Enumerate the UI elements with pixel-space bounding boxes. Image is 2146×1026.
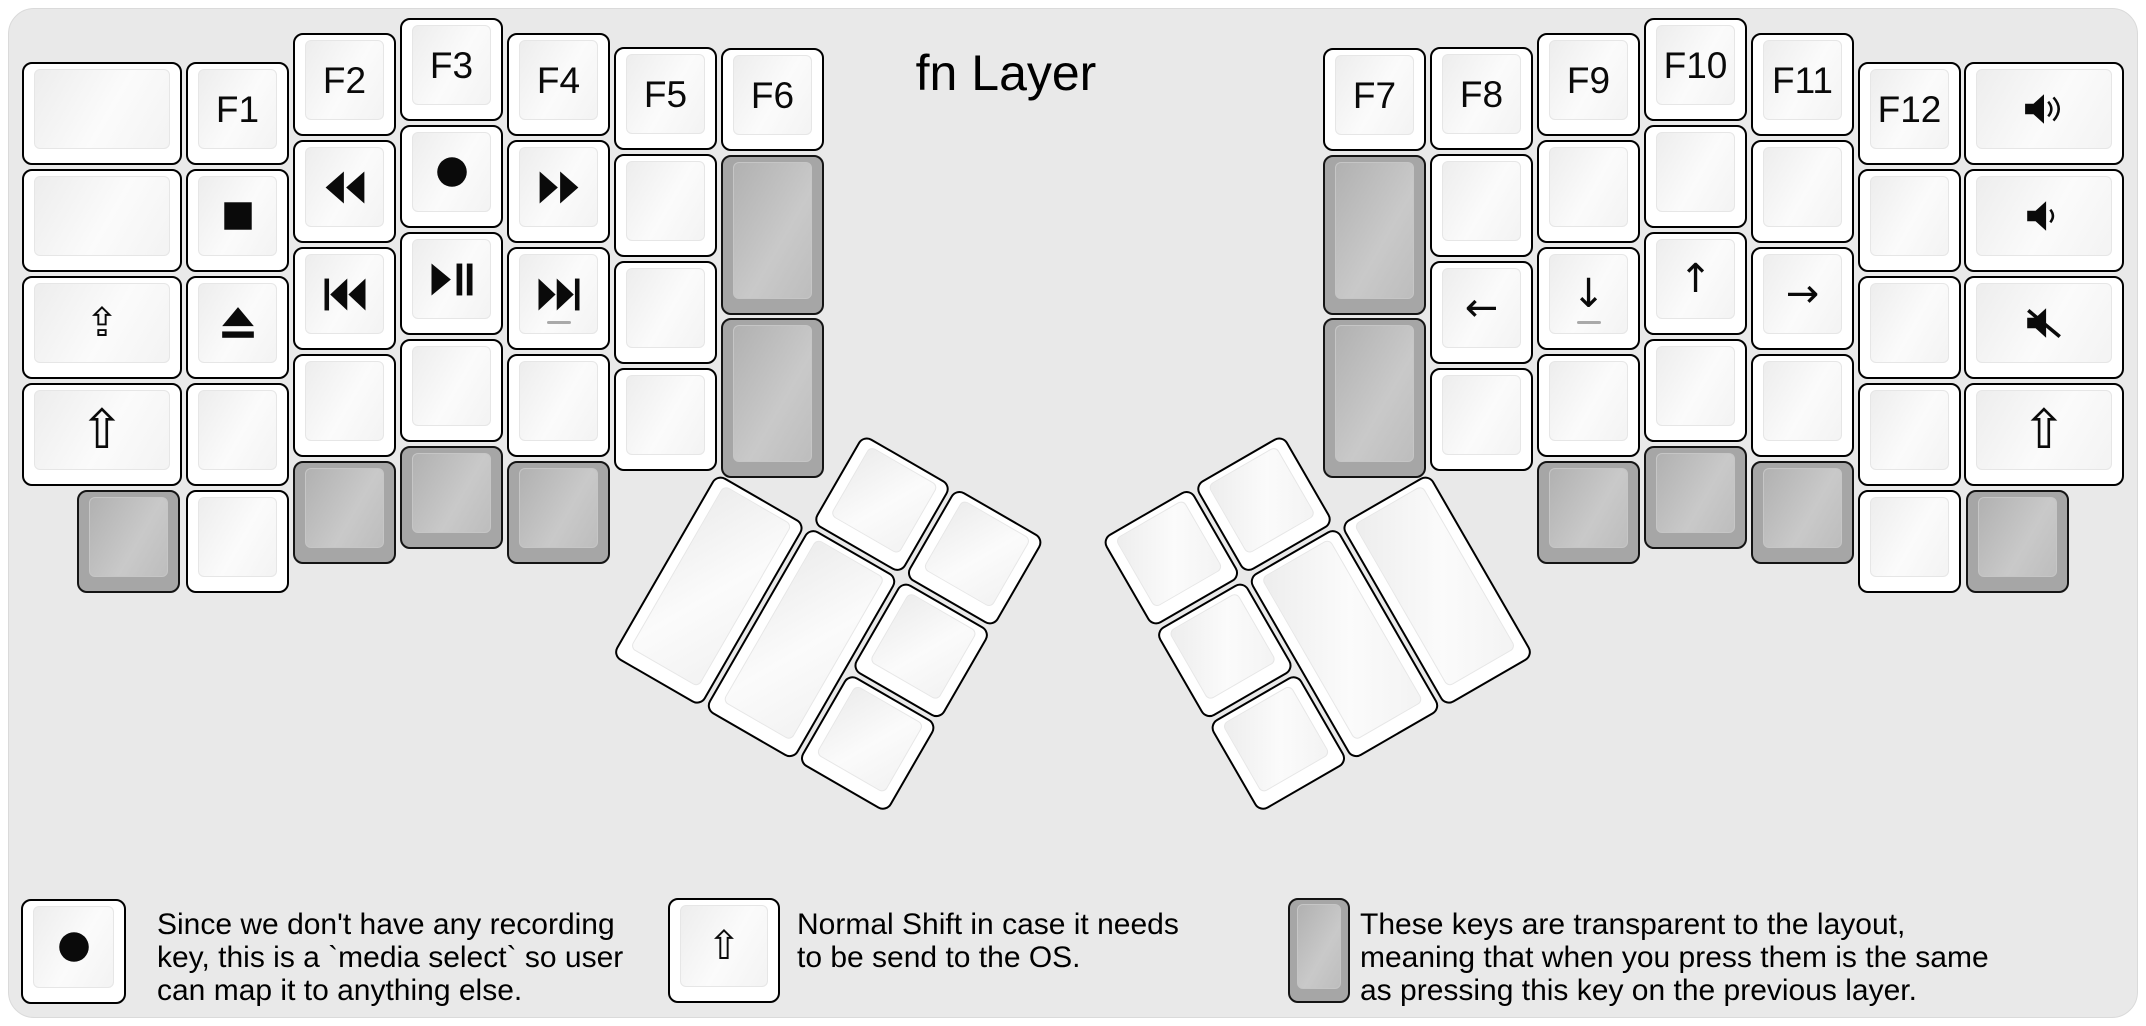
key-blank[interactable] xyxy=(1644,339,1747,442)
key-blank[interactable] xyxy=(22,62,182,165)
key-stop[interactable] xyxy=(186,169,289,272)
key-blank[interactable] xyxy=(293,354,396,457)
record-icon xyxy=(433,153,471,191)
key-shift-left[interactable]: ⇧ xyxy=(22,383,182,486)
key-volume-mute[interactable] xyxy=(1964,276,2124,379)
key-next-track[interactable] xyxy=(507,247,610,350)
shift-icon: ⇧ xyxy=(2021,398,2067,461)
key-blank[interactable] xyxy=(1537,354,1640,457)
key-transparent[interactable] xyxy=(507,461,610,564)
layer-title: fn Layer xyxy=(915,45,1097,101)
key-blank[interactable] xyxy=(1858,169,1961,272)
key-transparent[interactable] xyxy=(721,155,824,315)
key-blank[interactable] xyxy=(1430,368,1533,471)
volume-mute-icon xyxy=(2023,304,2065,342)
key-record[interactable] xyxy=(400,125,503,228)
legend-shift-text: Normal Shift in case it needs to be send… xyxy=(797,908,1179,974)
key-blank[interactable] xyxy=(614,368,717,471)
key-transparent[interactable] xyxy=(77,490,180,593)
key-transparent[interactable] xyxy=(400,446,503,549)
key-f8[interactable]: F8 xyxy=(1430,47,1533,150)
previous-track-icon xyxy=(322,274,368,315)
key-eject[interactable] xyxy=(186,276,289,379)
key-transparent[interactable] xyxy=(1644,446,1747,549)
key-blank[interactable] xyxy=(614,154,717,257)
key-blank[interactable] xyxy=(1751,140,1854,243)
key-blank[interactable] xyxy=(1644,125,1747,228)
key-transparent[interactable] xyxy=(1966,490,2069,593)
shift-icon: ⇧ xyxy=(79,398,125,461)
key-f4[interactable]: F4 xyxy=(507,33,610,136)
legend-shift-key: ⇧ xyxy=(668,898,780,1003)
volume-up-icon xyxy=(2023,90,2065,128)
key-f5[interactable]: F5 xyxy=(614,47,717,150)
key-blank[interactable] xyxy=(507,354,610,457)
play-pause-icon xyxy=(429,259,475,300)
shift-icon: ⇧ xyxy=(707,923,741,969)
caps-lock-icon: ⇪ xyxy=(85,300,119,346)
eject-icon xyxy=(219,304,257,342)
key-rewind[interactable] xyxy=(293,140,396,243)
key-fast-forward[interactable] xyxy=(507,140,610,243)
key-blank[interactable] xyxy=(1858,490,1961,593)
key-blank[interactable] xyxy=(1858,383,1961,486)
arrow-up-icon: ↑ xyxy=(1678,256,1713,302)
key-blank[interactable] xyxy=(186,383,289,486)
key-blank[interactable] xyxy=(1751,354,1854,457)
arrow-down-icon: ↓ xyxy=(1571,271,1606,317)
key-f12[interactable]: F12 xyxy=(1858,62,1961,165)
fast-forward-icon xyxy=(536,167,582,208)
legend-record-key xyxy=(21,899,126,1004)
key-f11[interactable]: F11 xyxy=(1751,33,1854,136)
arrow-right-icon: → xyxy=(1785,271,1820,317)
key-f3[interactable]: F3 xyxy=(400,18,503,121)
key-transparent[interactable] xyxy=(293,461,396,564)
key-transparent[interactable] xyxy=(721,318,824,478)
arrow-left-icon: ← xyxy=(1464,285,1499,331)
key-f1[interactable]: F1 xyxy=(186,62,289,165)
key-f9[interactable]: F9 xyxy=(1537,33,1640,136)
key-arrow-left[interactable]: ← xyxy=(1430,261,1533,364)
key-f10[interactable]: F10 xyxy=(1644,18,1747,121)
key-blank[interactable] xyxy=(1537,140,1640,243)
key-play-pause[interactable] xyxy=(400,232,503,335)
key-transparent[interactable] xyxy=(1751,461,1854,564)
key-f7[interactable]: F7 xyxy=(1323,48,1426,151)
key-blank[interactable] xyxy=(1858,276,1961,379)
key-volume-down[interactable] xyxy=(1964,169,2124,272)
key-transparent[interactable] xyxy=(1537,461,1640,564)
key-arrow-up[interactable]: ↑ xyxy=(1644,232,1747,335)
legend-transparent-text: These keys are transparent to the layout… xyxy=(1360,908,1989,1007)
legend-transparent-key xyxy=(1288,898,1350,1003)
volume-down-icon xyxy=(2023,197,2065,235)
key-arrow-right[interactable]: → xyxy=(1751,247,1854,350)
key-blank[interactable] xyxy=(400,339,503,442)
rewind-icon xyxy=(322,167,368,208)
key-f6[interactable]: F6 xyxy=(721,48,824,151)
key-blank[interactable] xyxy=(22,169,182,272)
key-caps-lock[interactable]: ⇪ xyxy=(22,276,182,379)
legend-record-text: Since we don't have any recording key, t… xyxy=(157,908,624,1007)
key-shift-right[interactable]: ⇧ xyxy=(1964,383,2124,486)
record-icon xyxy=(55,928,93,966)
key-arrow-down[interactable]: ↓ xyxy=(1537,247,1640,350)
stop-icon xyxy=(219,197,257,235)
key-blank[interactable] xyxy=(1430,154,1533,257)
key-volume-up[interactable] xyxy=(1964,62,2124,165)
next-track-icon xyxy=(536,274,582,315)
key-transparent[interactable] xyxy=(1323,155,1426,315)
key-f2[interactable]: F2 xyxy=(293,33,396,136)
key-transparent[interactable] xyxy=(1323,318,1426,478)
key-previous-track[interactable] xyxy=(293,247,396,350)
key-blank[interactable] xyxy=(186,490,289,593)
key-blank[interactable] xyxy=(614,261,717,364)
